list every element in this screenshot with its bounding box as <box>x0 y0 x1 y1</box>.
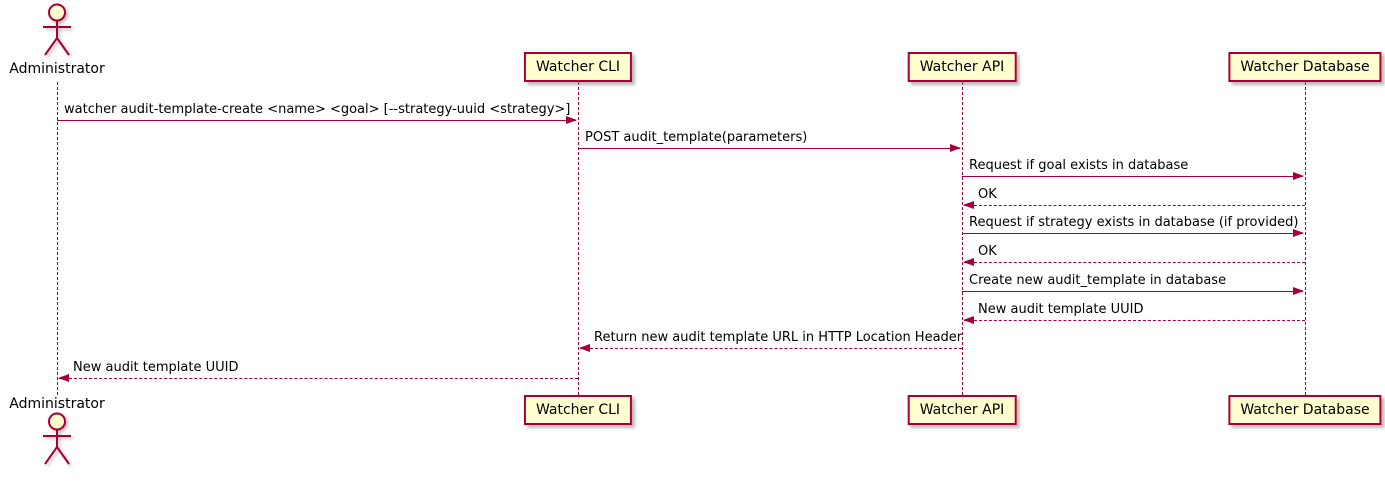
arrowhead-icon <box>1293 287 1304 295</box>
message-label: Request if goal exists in database <box>969 158 1189 173</box>
arrowhead-icon <box>1293 172 1304 180</box>
arrowhead-icon <box>963 258 974 266</box>
message-line <box>580 348 962 349</box>
lifeline-watcher-api <box>962 82 963 395</box>
message-line <box>962 291 1303 292</box>
participant-label: Watcher CLI <box>535 402 621 418</box>
arrowhead-icon <box>58 374 69 382</box>
message-label: Create new audit_template in database <box>969 273 1227 288</box>
message-label: watcher audit-template-create <name> <go… <box>64 102 571 117</box>
arrowhead-icon <box>950 144 961 152</box>
arrowhead-icon <box>1293 229 1304 237</box>
participant-watcher-cli: Watcher CLI <box>523 52 633 82</box>
participant-watcher-database-bottom: Watcher Database <box>1228 395 1382 425</box>
message-label: Request if strategy exists in database (… <box>969 215 1299 230</box>
message-line <box>962 233 1303 234</box>
message-line <box>962 176 1303 177</box>
message-label: POST audit_template(parameters) <box>585 130 808 145</box>
message-line <box>59 378 578 379</box>
message-label: OK <box>978 187 997 202</box>
message-line <box>964 205 1305 206</box>
message-line <box>964 320 1305 321</box>
actor-label-bottom: Administrator <box>9 396 105 412</box>
arrowhead-icon <box>566 116 577 124</box>
lifeline-administrator <box>57 82 58 395</box>
actor-icon-bottom <box>38 412 76 472</box>
actor-label: Administrator <box>9 61 105 77</box>
participant-watcher-api: Watcher API <box>907 52 1017 82</box>
message-label: Return new audit template URL in HTTP Lo… <box>594 330 963 345</box>
message-label: New audit template UUID <box>978 302 1144 317</box>
message-line <box>964 262 1305 263</box>
participant-watcher-api-bottom: Watcher API <box>907 395 1017 425</box>
participant-label: Watcher CLI <box>535 59 621 75</box>
lifeline-watcher-cli <box>578 82 579 395</box>
participant-label: Watcher API <box>919 59 1005 75</box>
arrowhead-icon <box>963 201 974 209</box>
message-label: OK <box>978 244 997 259</box>
participant-watcher-cli-bottom: Watcher CLI <box>523 395 633 425</box>
actor-icon <box>38 3 76 63</box>
participant-label: Watcher Database <box>1240 402 1370 418</box>
arrowhead-icon <box>579 344 590 352</box>
message-label: New audit template UUID <box>73 360 239 375</box>
message-line <box>578 148 960 149</box>
arrowhead-icon <box>963 316 974 324</box>
lifeline-watcher-database <box>1305 82 1306 395</box>
participant-label: Watcher Database <box>1240 59 1370 75</box>
message-line <box>57 120 576 121</box>
participant-label: Watcher API <box>919 402 1005 418</box>
participant-watcher-database: Watcher Database <box>1228 52 1382 82</box>
